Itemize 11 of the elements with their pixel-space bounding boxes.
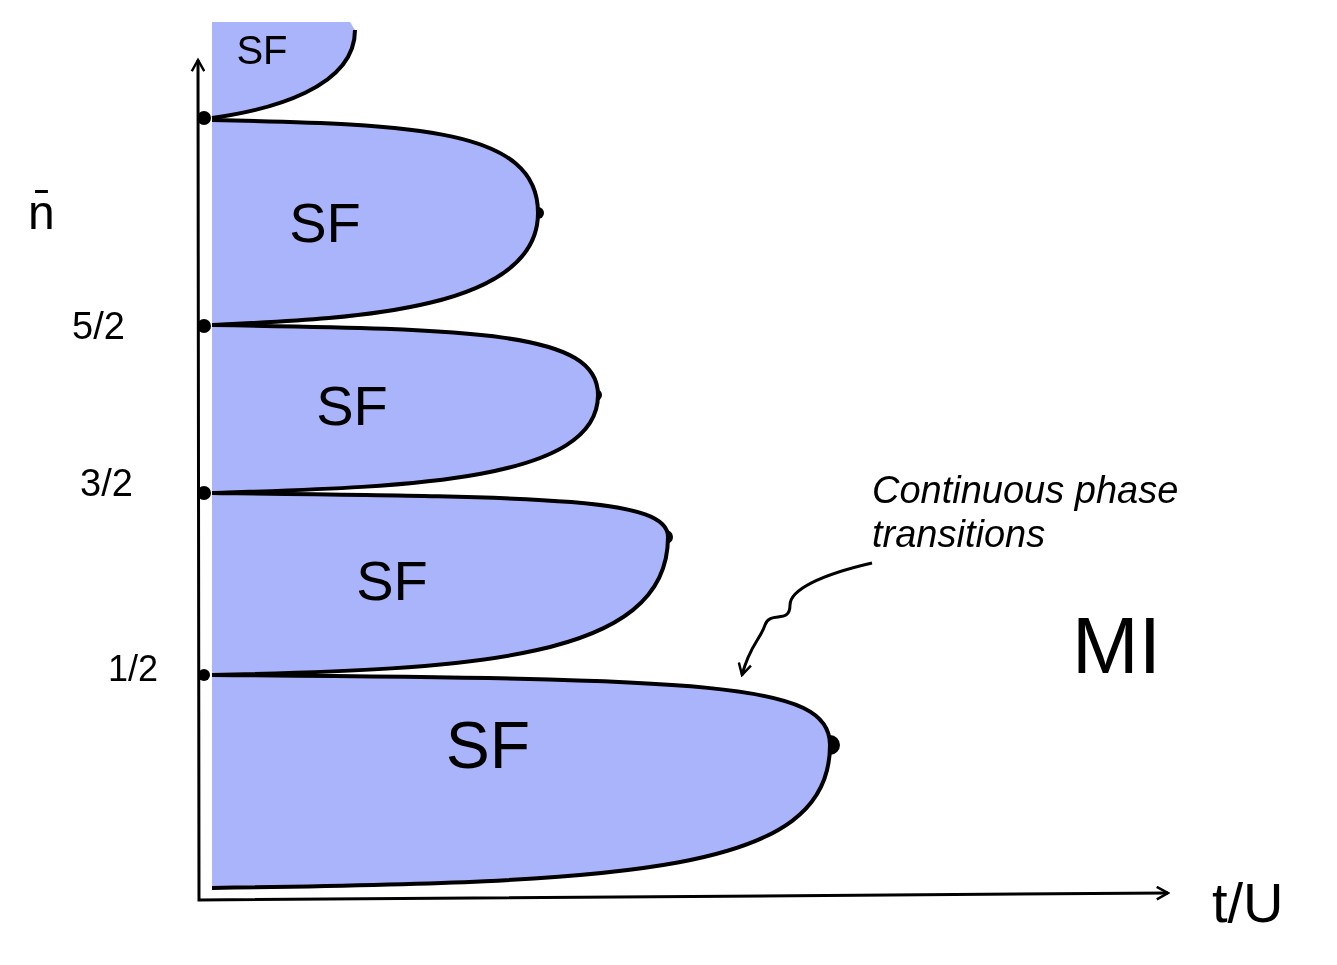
phase-label: SF: [236, 27, 288, 73]
axis-label: t/U: [1212, 870, 1284, 935]
phase-label: SF: [356, 547, 428, 613]
leader-line: [737, 561, 873, 677]
tick-label: 3/2: [80, 462, 133, 505]
phase-label: SF: [445, 707, 531, 783]
tick-label: 1/2: [108, 648, 159, 690]
axis-label: n̄: [28, 185, 55, 240]
tick-label: 5/2: [72, 305, 125, 348]
phase-label: SF: [316, 372, 388, 438]
phase-label: SF: [289, 189, 361, 255]
